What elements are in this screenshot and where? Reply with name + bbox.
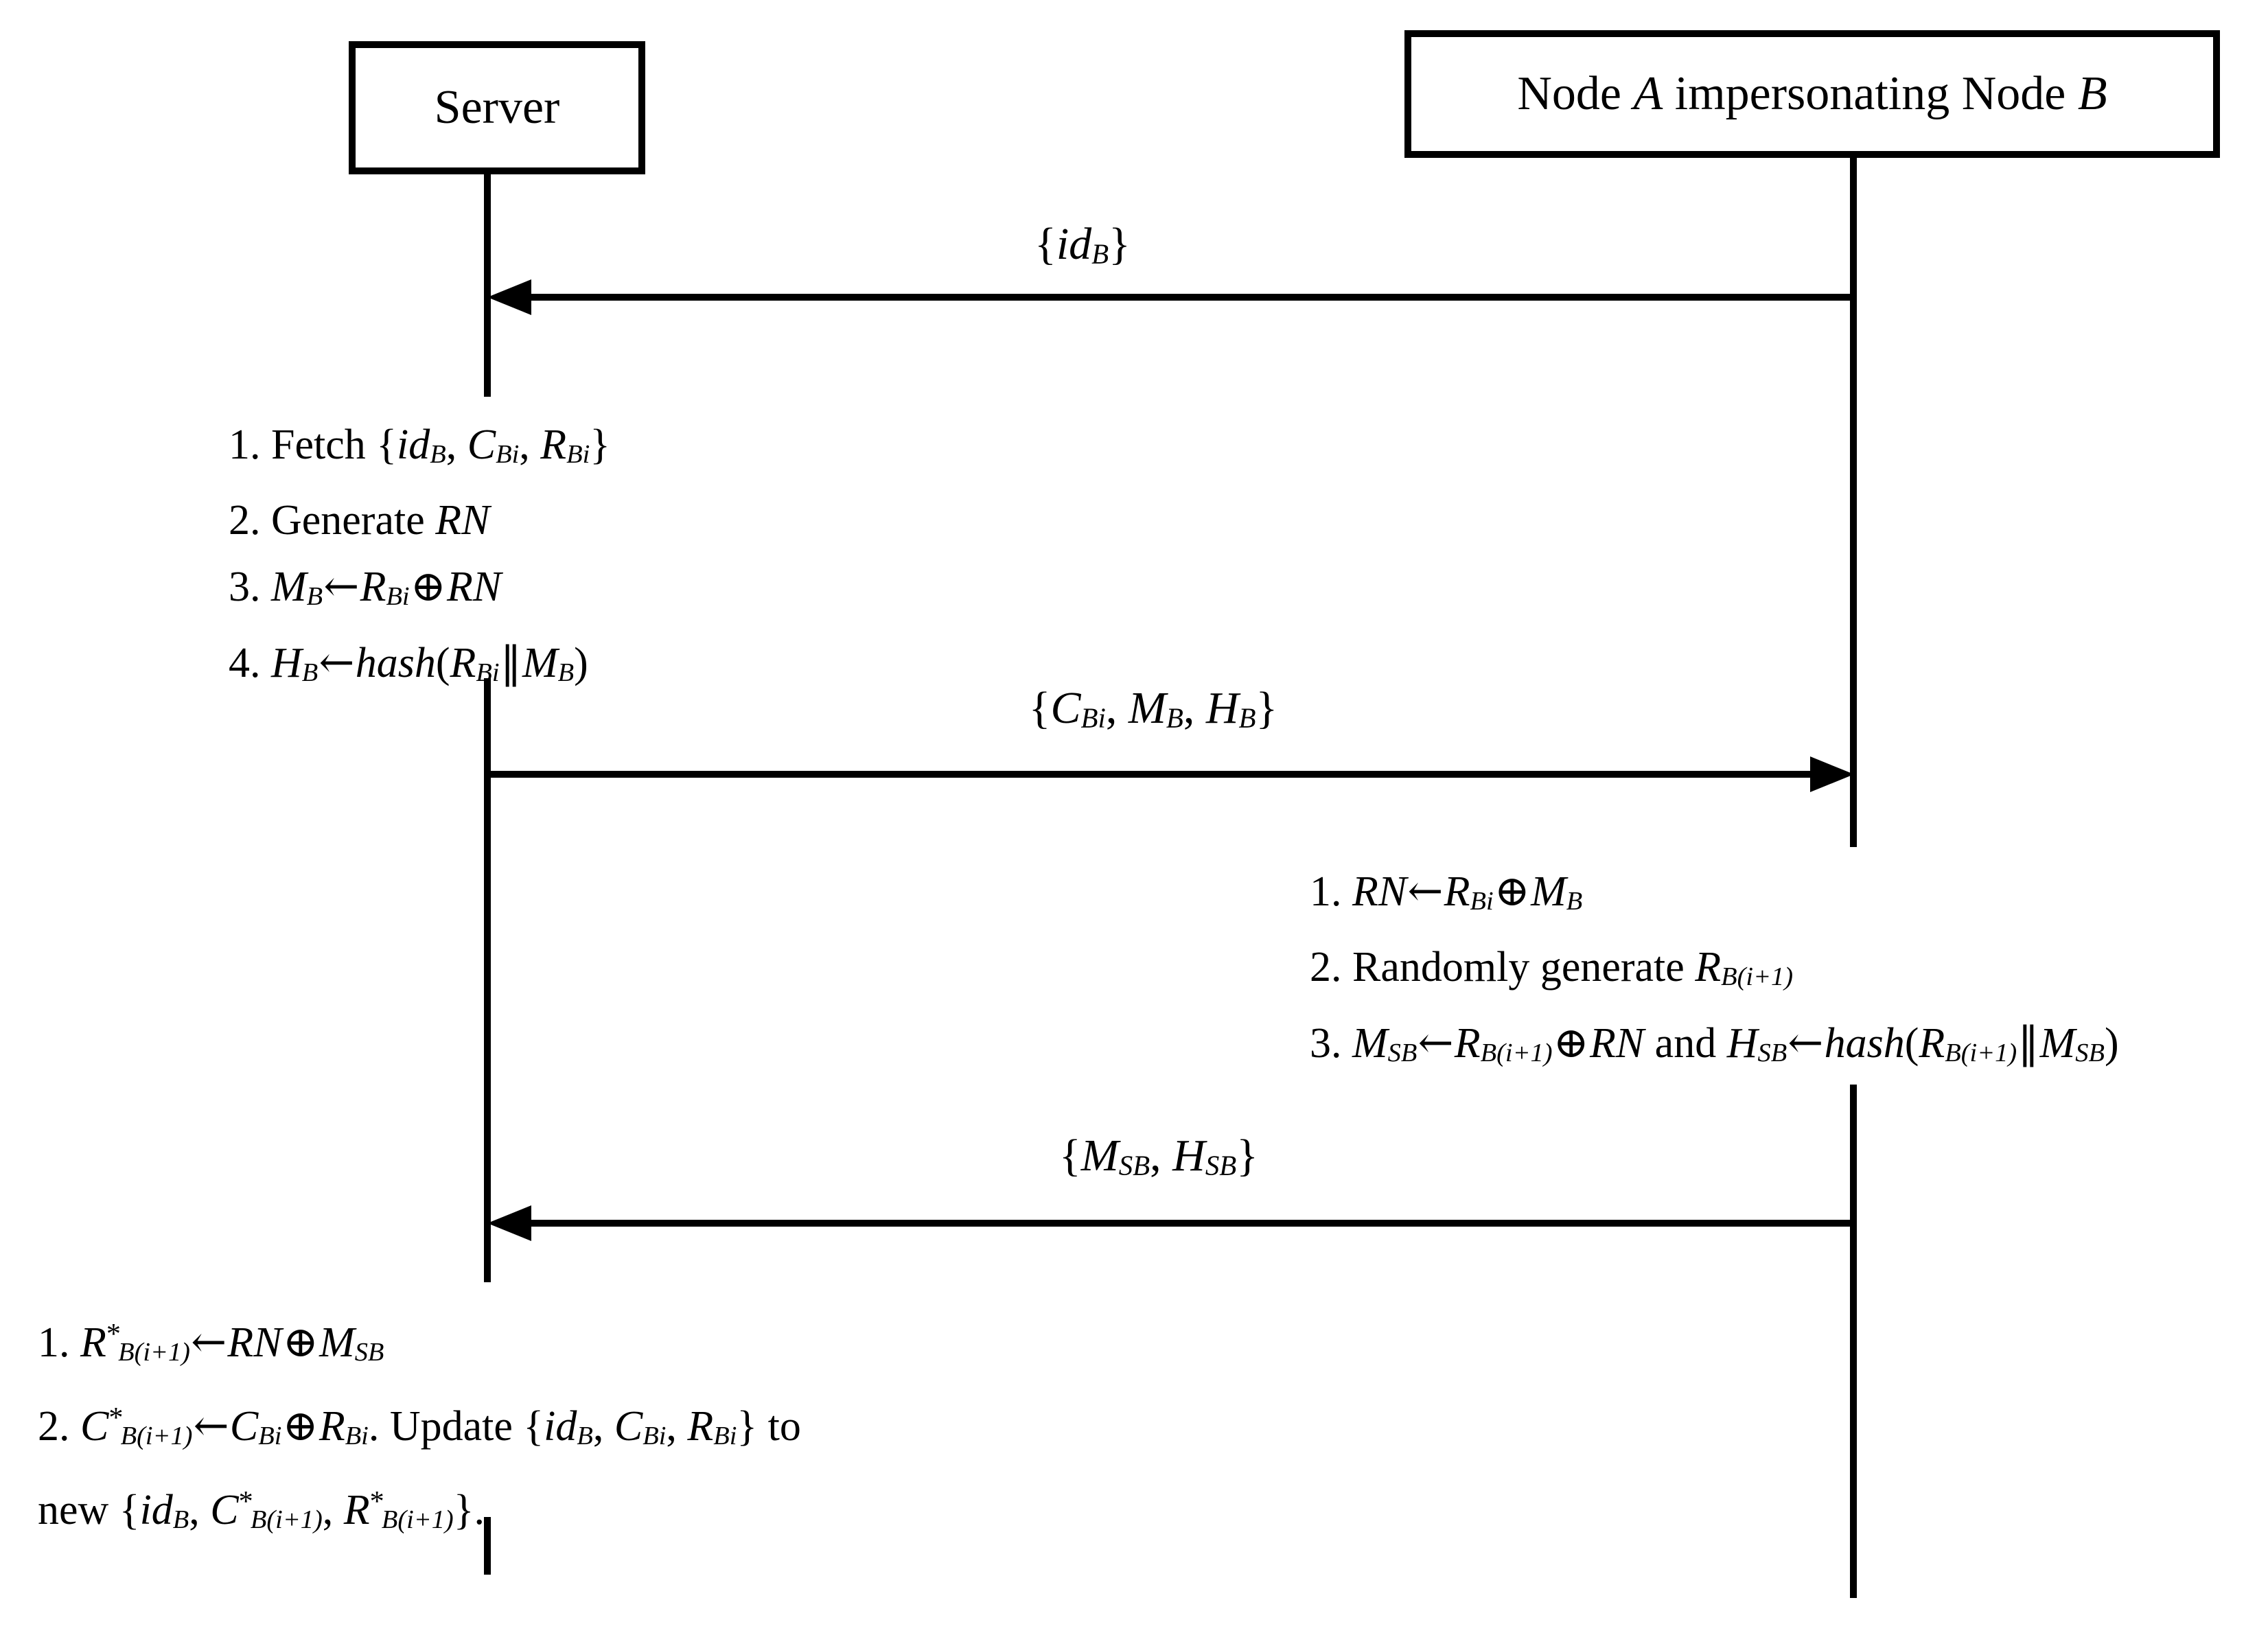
actor-label-node: Node A impersonating Node B bbox=[1517, 67, 2107, 120]
message-line-challenge bbox=[487, 771, 1811, 778]
node-steps: 1. RN←RBi⊕MB 2. Randomly generate RB(i+1… bbox=[1310, 858, 2119, 1086]
node-step-3: 3. MSB←RB(i+1)⊕RN and HSB←hash(RB(i+1)‖M… bbox=[1310, 1017, 2119, 1068]
arrowhead-left-icon bbox=[487, 279, 531, 315]
arrowhead-right-icon bbox=[1810, 756, 1854, 792]
message-label-challenge: {CBi, MB, HB} bbox=[1028, 683, 1278, 734]
update-step-2: 2. C*B(i+1)←CBi⊕RBi. Update {idB, CBi, R… bbox=[38, 1400, 801, 1451]
server-update-steps: 1. R*B(i+1)←RN⊕MSB 2. C*B(i+1)←CBi⊕RBi. … bbox=[38, 1301, 801, 1553]
lifeline-node-segment-2 bbox=[1850, 1085, 1857, 1598]
message-label-id: {idB} bbox=[1034, 219, 1131, 270]
lifeline-server-segment-2 bbox=[484, 678, 491, 1282]
actor-label-server: Server bbox=[434, 81, 560, 134]
server-step-1: 1. Fetch {idB, CBi, RBi} bbox=[229, 421, 611, 470]
actor-box-node: Node A impersonating Node B bbox=[1404, 30, 2220, 158]
message-label-response: {MSB, HSB} bbox=[1059, 1131, 1258, 1181]
update-step-1: 1. R*B(i+1)←RN⊕MSB bbox=[38, 1316, 384, 1367]
server-step-2: 2. Generate RN bbox=[229, 497, 490, 544]
node-step-1: 1. RN←RBi⊕MB bbox=[1310, 866, 1583, 916]
server-step-3: 3. MB←RBi⊕RN bbox=[229, 561, 502, 612]
arrowhead-left-icon bbox=[487, 1205, 531, 1241]
lifeline-server-segment-3 bbox=[484, 1517, 491, 1575]
lifeline-node-segment-1 bbox=[1850, 157, 1857, 847]
message-line-response bbox=[525, 1220, 1853, 1227]
message-line-id bbox=[525, 294, 1853, 301]
server-steps: 1. Fetch {idB, CBi, RBi} 2. Generate RN … bbox=[229, 412, 610, 706]
node-step-2: 2. Randomly generate RB(i+1) bbox=[1310, 944, 1794, 992]
server-step-4: 4. HB←hash(RBi‖MB) bbox=[229, 637, 588, 688]
update-step-2-continued: new {idB, C*B(i+1), R*B(i+1)}. bbox=[38, 1485, 485, 1535]
actor-box-server: Server bbox=[349, 41, 645, 174]
